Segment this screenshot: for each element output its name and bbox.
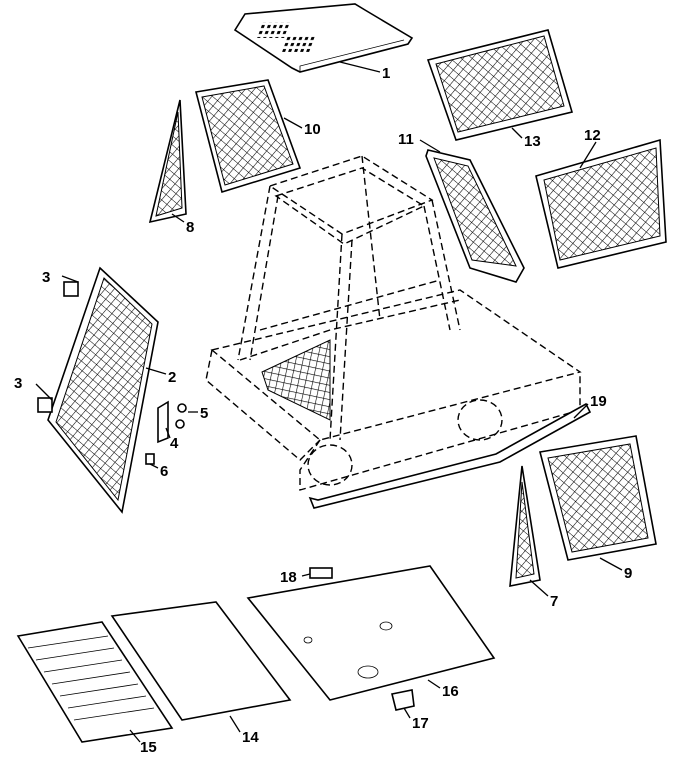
right-triangle-screen [509,465,541,587]
bracket-17 [391,689,415,711]
callout-18: 18 [280,569,297,586]
callout-12: 12 [584,127,601,144]
bracket-4 [157,400,169,444]
lower-strip [308,402,592,509]
clip-upper [63,281,79,297]
callout-4: 4 [170,435,179,452]
callout-3-lower: 3 [14,375,22,392]
callout-9: 9 [624,565,632,582]
bracket-18 [309,567,333,579]
leader-lines [35,61,623,743]
right-rear-screen-12 [535,138,667,269]
clip-lower [37,397,53,413]
callout-3-upper: 3 [42,269,50,286]
callout-6: 6 [160,463,168,480]
callout-11: 11 [398,131,414,148]
left-upper-screen [195,79,302,194]
front-screen [47,266,159,514]
callout-7: 7 [550,593,558,610]
callout-15: 15 [140,739,157,756]
callout-2: 2 [168,369,176,386]
roof-panel [233,3,414,73]
callout-8: 8 [186,219,194,236]
callout-17: 17 [412,715,429,732]
callout-13: 13 [524,133,541,150]
callout-14: 14 [242,729,259,746]
callout-16: 16 [442,683,459,700]
floor-mat [110,601,292,721]
left-triangle-screen [148,99,187,224]
rear-upper-screen [426,29,574,141]
pin-6 [145,453,155,465]
callout-5: 5 [200,405,208,422]
callout-19: 19 [590,393,607,410]
floor-plate [246,565,496,701]
callout-1: 1 [382,65,390,82]
slatted-step [16,621,174,743]
callout-10: 10 [304,121,321,138]
right-side-screen-11 [425,149,525,283]
nuts-5 [175,403,187,429]
cab-frame-outline [205,155,582,491]
right-lower-screen [539,435,657,561]
